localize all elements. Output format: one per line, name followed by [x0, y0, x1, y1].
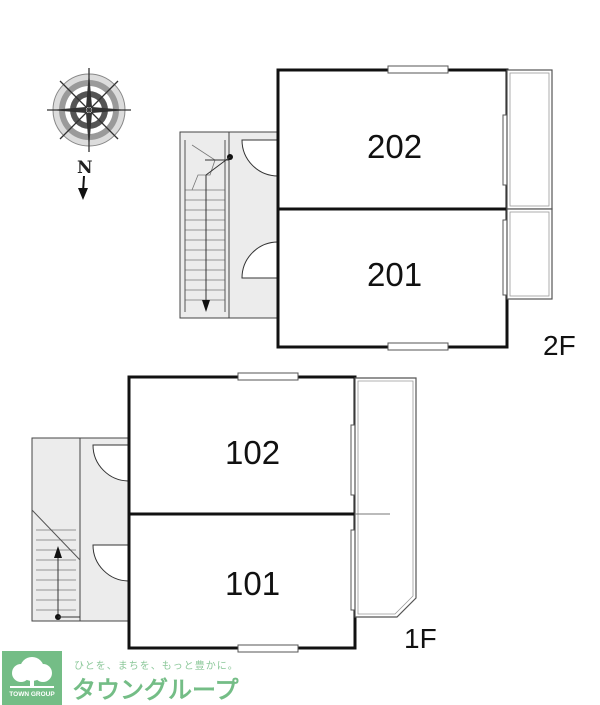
room-label-101: 101: [225, 565, 280, 602]
compass-icon: [47, 68, 131, 200]
room-label-202: 202: [367, 128, 422, 165]
room-label-102: 102: [225, 434, 280, 471]
room-102-outline: [127, 375, 357, 516]
balcony-201: [506, 208, 553, 300]
balcony-202: [506, 69, 553, 210]
logo-company-name: タウングループ: [72, 676, 239, 704]
town-group-logo: TOWN GROUP ひとを、まちを、もっと豊かに。 タウングループ: [2, 651, 262, 705]
floor-2f: [179, 65, 553, 351]
floor-label-1f: 1F: [404, 623, 437, 654]
compass-north-label: N: [77, 158, 93, 178]
stairs-1f: [31, 437, 130, 622]
room-label-201: 201: [367, 256, 422, 293]
logo-tagline: ひとを、まちを、もっと豊かに。: [74, 661, 239, 672]
terrace-1f: [354, 377, 417, 618]
floor-1f: [31, 372, 417, 653]
tree-logo-icon: [2, 651, 62, 705]
stairs-2f: [179, 131, 279, 319]
floor-label-2f: 2F: [543, 330, 576, 361]
logo-mark-text: TOWN GROUP: [9, 691, 55, 698]
